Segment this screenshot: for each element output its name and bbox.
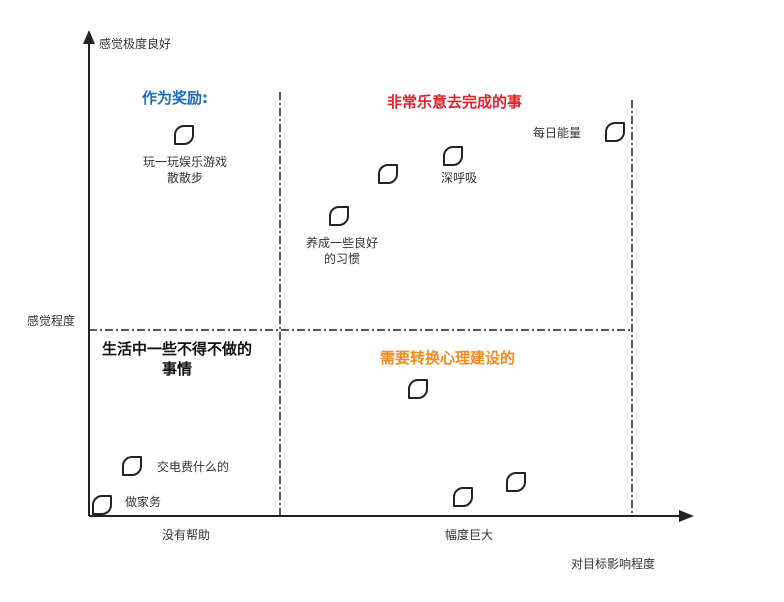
- leaf-icon: [442, 145, 464, 167]
- item-daily-energy-label: 每日能量: [533, 126, 582, 140]
- leaf-icon: [505, 471, 527, 493]
- item-play-line1: 玩一玩娱乐游戏: [143, 155, 228, 169]
- item-bills-label: 交电费什么的: [157, 460, 230, 474]
- quadrant-willing-heading: 非常乐意去完成的事: [387, 93, 523, 111]
- leaf-icon: [173, 124, 195, 146]
- leaf-icon: [91, 494, 113, 516]
- item-habit-label: 养成一些良好 的习惯: [306, 235, 378, 267]
- x-axis-left-label: 没有帮助: [162, 528, 211, 542]
- quadrant-mindset-heading: 需要转换心理建设的: [380, 349, 516, 367]
- x-axis-arrow: [679, 510, 694, 522]
- quadrant-must-do-line1: 生活中一些不得不做的: [102, 340, 253, 358]
- item-play-line2: 散散步: [167, 171, 204, 185]
- x-axis-title: 对目标影响程度: [571, 557, 656, 571]
- item-play-label: 玩一玩娱乐游戏 散散步: [143, 154, 227, 186]
- y-axis-mid-label: 感觉程度: [27, 314, 76, 328]
- leaf-icon: [407, 378, 429, 400]
- leaf-icon: [452, 486, 474, 508]
- item-breathe-label: 深呼吸: [441, 171, 478, 185]
- leaf-icon: [328, 205, 350, 227]
- y-axis-arrow: [83, 30, 95, 44]
- y-axis-title: 感觉极度良好: [99, 37, 172, 51]
- quadrant-must-do-heading: 生活中一些不得不做的 事情: [102, 339, 252, 379]
- item-housework-label: 做家务: [125, 495, 162, 509]
- leaf-icon: [121, 455, 143, 477]
- item-habit-line1: 养成一些良好: [306, 236, 379, 250]
- item-habit-line2: 的习惯: [324, 252, 361, 266]
- x-axis-mid-label: 幅度巨大: [445, 528, 494, 542]
- quadrant-must-do-line2: 事情: [162, 360, 193, 378]
- leaf-icon: [377, 163, 399, 185]
- quadrant-reward-heading: 作为奖励:: [142, 89, 208, 107]
- leaf-icon: [604, 121, 626, 143]
